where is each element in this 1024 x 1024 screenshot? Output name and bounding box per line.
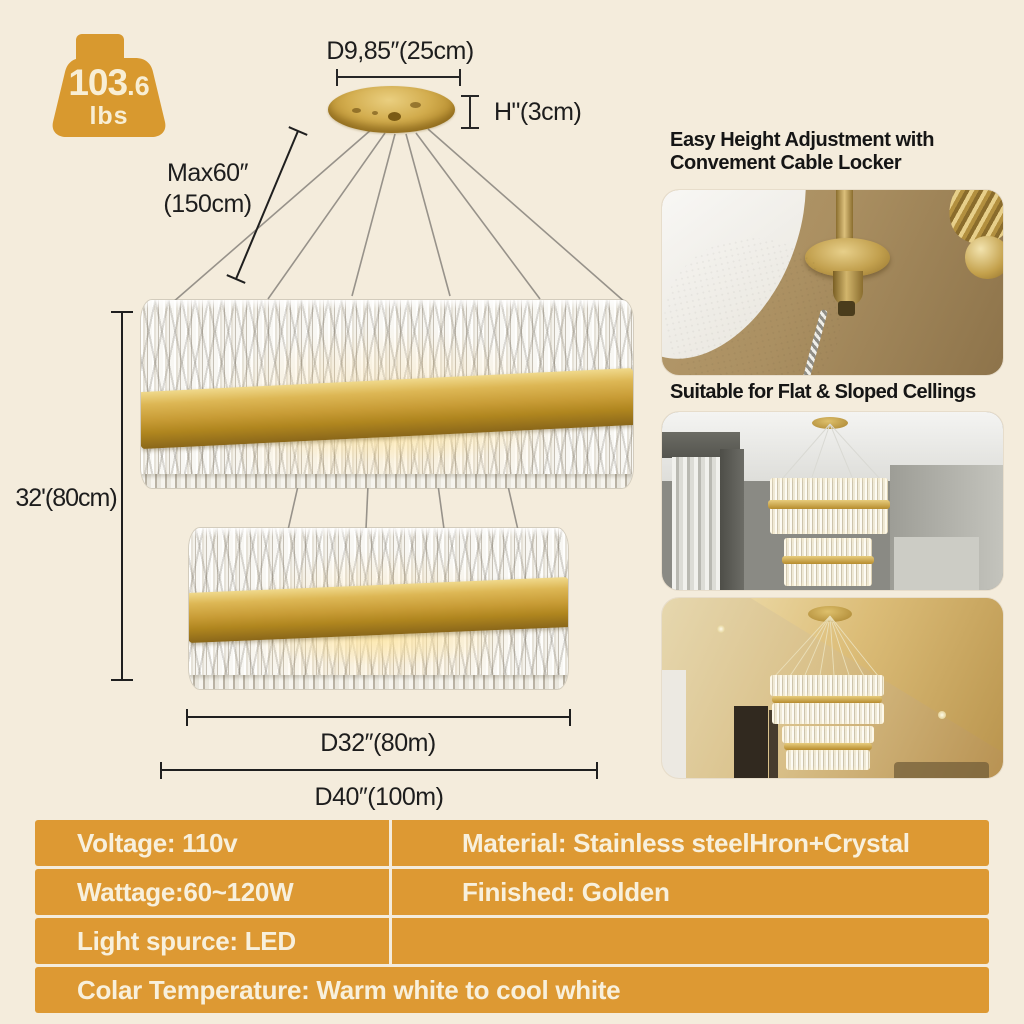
spec-light-source: Light spurce: LED <box>77 925 296 956</box>
mini-gold-band <box>784 743 872 750</box>
table-row: Wattage:60~120W Finished: Golden <box>35 869 989 915</box>
cable-max-label: Max60″ (150cm) <box>145 158 270 221</box>
spec-table: Voltage: 110v Material: Stainless steelH… <box>35 820 989 1016</box>
inner-diameter-line <box>186 709 571 726</box>
wall-panel <box>893 536 980 590</box>
chandelier-upper-tier <box>140 299 634 489</box>
sheer-curtain <box>672 456 720 590</box>
spec-voltage: Voltage: 110v <box>77 827 238 858</box>
feature-title-height-adjustment: Easy Height Adjustment with Convement Ca… <box>670 129 935 174</box>
mini-gold-band <box>768 500 890 509</box>
cable-max-inches: Max60″ <box>167 159 248 187</box>
canopy-detail-dot <box>372 111 378 115</box>
canopy-height-line <box>461 95 479 129</box>
sloped-ceiling-photo <box>662 598 1003 778</box>
table-row: Voltage: 110v Material: Stainless steelH… <box>35 820 989 866</box>
weight-icon: 103.6 lbs <box>52 30 172 146</box>
suspension-cables-lower <box>287 484 519 531</box>
cable-max-cm: (150cm) <box>163 190 252 219</box>
mini-tier-row <box>770 675 884 696</box>
weight-decimal: .6 <box>127 71 150 101</box>
cable-locker-cone <box>832 271 864 305</box>
mini-cables <box>773 615 880 678</box>
cable-gripper <box>837 301 856 316</box>
column-divider <box>389 820 392 866</box>
column-divider <box>389 918 392 964</box>
crystal-bottom-edge <box>141 474 633 488</box>
canopy-stem <box>835 190 853 246</box>
canopy-keyhole <box>388 112 401 121</box>
fixture-height-label: 32'(80cm) <box>15 484 117 512</box>
mini-canopy <box>812 417 848 429</box>
tier-top-rim <box>189 528 568 537</box>
spec-material: Material: Stainless steelHron+Crystal <box>462 827 910 858</box>
door-frame <box>769 709 778 778</box>
chandelier-lower-tier <box>188 527 569 690</box>
cable-locker-photo <box>662 190 1003 375</box>
weight-unit: lbs <box>89 102 129 130</box>
mini-gold-band <box>772 696 882 703</box>
crystal-bottom-edge <box>189 675 568 689</box>
furniture-silhouette <box>893 761 990 778</box>
spec-finish: Finished: Golden <box>462 876 670 907</box>
flat-ceiling-photo <box>662 412 1003 590</box>
mini-gold-band <box>782 556 874 564</box>
dark-drape <box>719 449 744 590</box>
weight-shape <box>52 34 166 137</box>
weight-value: 103 <box>68 62 128 103</box>
dark-doorway <box>733 706 768 778</box>
column-divider <box>389 869 392 915</box>
ceiling-canopy <box>328 86 455 133</box>
ceiling-spotlight <box>716 625 725 633</box>
spec-wattage: Wattage:60~120W <box>77 876 294 907</box>
mini-tier-row <box>772 703 884 724</box>
outer-diameter-label: D40″(100m) <box>314 783 444 811</box>
ceiling-spotlight <box>938 711 947 720</box>
mini-canopy <box>808 606 852 622</box>
mini-tier-row <box>786 750 870 770</box>
canopy-diameter-line <box>336 69 461 86</box>
spec-empty-cell <box>392 918 989 964</box>
canopy-detail-dot <box>352 108 361 113</box>
ceiling-canopy-closeup <box>805 238 891 277</box>
gold-fixture-knob <box>965 236 1003 279</box>
inner-diameter-label: D32″(80m) <box>320 729 436 757</box>
feature-title-ceilings: Suitable for Flat & Sloped Cellings <box>670 381 976 403</box>
canopy-diameter-label: D9,85″(25cm) <box>326 37 474 65</box>
white-curtain <box>662 670 686 778</box>
weight-text: 103.6 lbs <box>52 64 166 129</box>
table-row: Colar Temperature: Warm white to cool wh… <box>35 967 989 1013</box>
canopy-detail-dot <box>410 102 421 108</box>
table-row: Light spurce: LED <box>35 918 989 964</box>
tier-top-rim <box>141 300 633 309</box>
outer-diameter-line <box>160 762 598 779</box>
mini-cables <box>781 423 881 480</box>
mini-tier-row <box>782 726 874 743</box>
canopy-height-label: H"(3cm) <box>494 98 582 126</box>
spec-color-temperature: Colar Temperature: Warm white to cool wh… <box>77 974 621 1005</box>
